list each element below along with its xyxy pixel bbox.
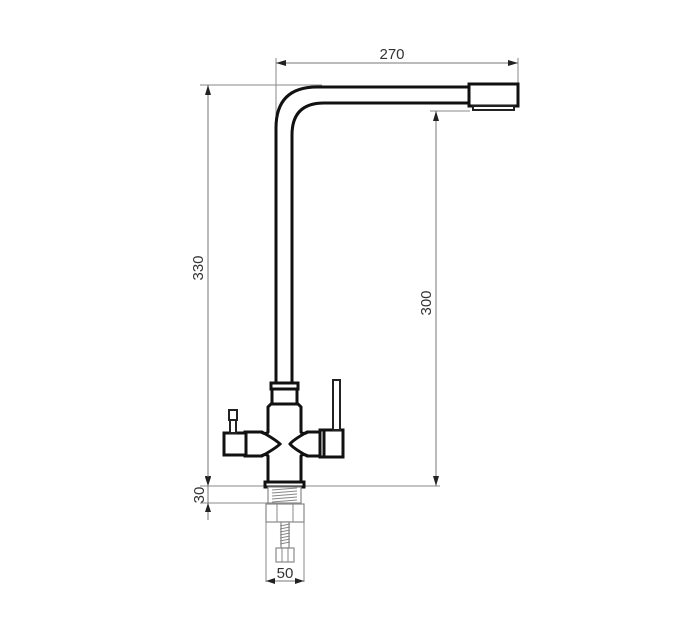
dimension-label-270: 270	[379, 46, 404, 63]
dimension-300: 300	[418, 111, 439, 486]
dimension-label-330: 330	[190, 255, 207, 280]
mount-stud	[275, 521, 295, 563]
dimension-label-50: 50	[277, 565, 294, 582]
aerator-head	[467, 82, 520, 111]
extension-lines	[200, 58, 519, 582]
faucet-body	[243, 402, 322, 489]
left-lever	[222, 409, 248, 457]
mount-thread	[267, 486, 302, 504]
spout	[274, 85, 470, 385]
mount-nut	[265, 503, 305, 523]
body-collar	[269, 381, 300, 406]
dimension-30: 30	[191, 470, 211, 520]
dimension-label-300: 300	[418, 290, 435, 315]
dimension-270: 270	[276, 46, 518, 66]
dimension-330: 330	[190, 85, 211, 486]
right-lever	[318, 379, 345, 459]
dimension-50: 50	[266, 565, 304, 584]
dimension-label-30: 30	[191, 487, 208, 504]
